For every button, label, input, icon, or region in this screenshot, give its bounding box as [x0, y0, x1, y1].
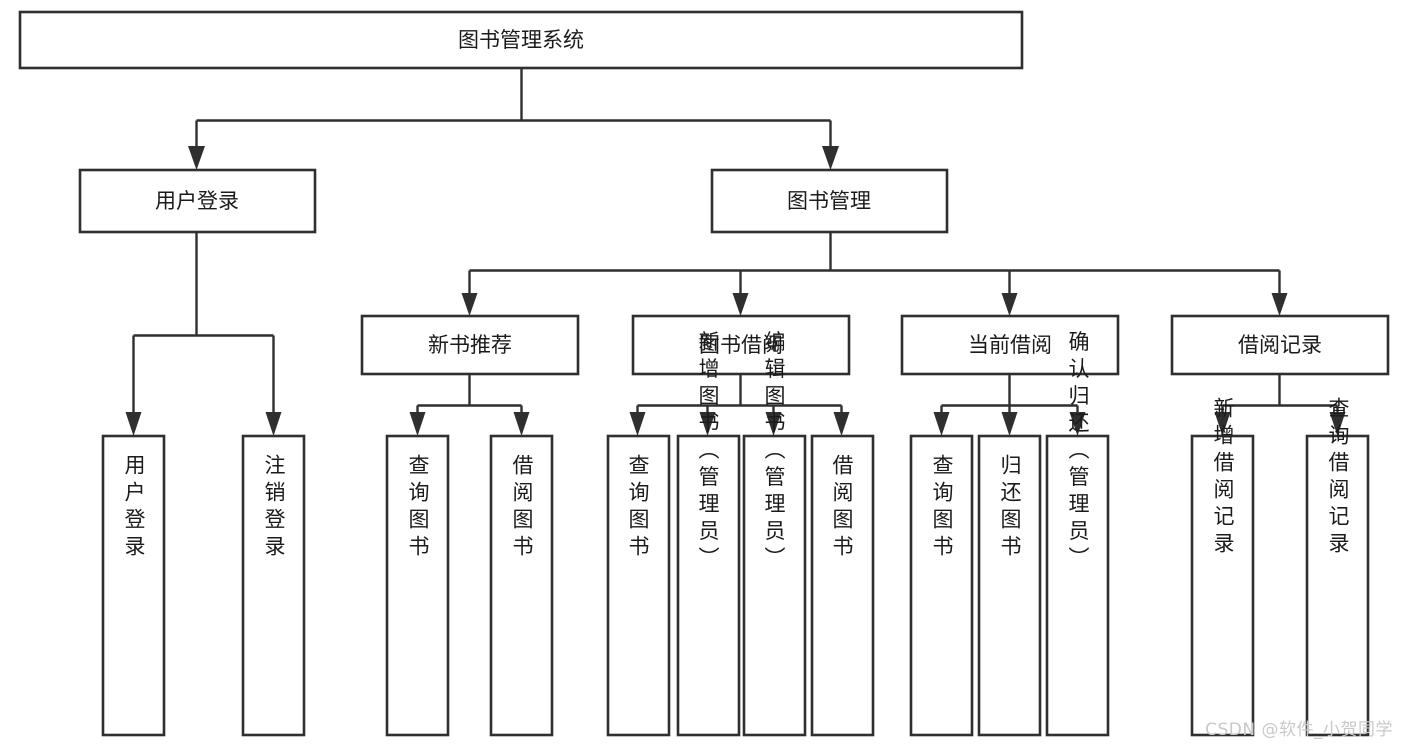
edge-group-currentborrow-to-leaves [933, 374, 1086, 436]
node-leaf-query-book-b-box[interactable] [606, 434, 671, 737]
node-borrow-record[interactable]: 借阅记录 [1170, 314, 1390, 376]
arrowhead-leaf-return-book [1001, 412, 1018, 436]
node-leaf-borrow-book-b-box[interactable] [810, 434, 875, 737]
node-leaf-confirm-return[interactable]: 确认归还（管理员） [1045, 331, 1110, 737]
node-leaf-user-login[interactable]: 用户登录 [101, 434, 166, 737]
arrowhead-leaf-confirm-return [1069, 412, 1086, 436]
node-leaf-add-record[interactable]: 新增借阅记录 [1190, 397, 1255, 737]
arrowhead-leaf-query-record [1329, 412, 1346, 436]
node-leaf-return-book-label: 归还图书 [998, 454, 1022, 562]
node-leaf-add-book[interactable]: 新增图书（管理员） [676, 331, 741, 737]
node-leaf-logout-box[interactable] [241, 434, 306, 737]
node-leaf-add-book-label: 新增图书（管理员） [696, 331, 720, 574]
arrowhead-current-borrow [1001, 293, 1018, 316]
node-leaf-query-book-c-box[interactable] [909, 434, 974, 737]
node-current-borrow-box[interactable] [900, 314, 1120, 376]
arrowhead-leaf-query-book-b [629, 412, 646, 436]
arrowhead-leaf-add-record [1214, 412, 1231, 436]
arrowhead-leaf-logout [265, 412, 282, 436]
node-leaf-query-record[interactable]: 查询借阅记录 [1305, 397, 1370, 737]
node-borrow-record-label: 借阅记录 [1238, 333, 1322, 357]
edge-group-bookmanage-to-level3 [461, 232, 1288, 316]
node-leaf-edit-book-label: 编辑图书（管理员） [762, 331, 786, 574]
node-leaf-confirm-return-label: 确认归还（管理员） [1066, 331, 1090, 574]
csdn-watermark: CSDN @软件_小贺同学 [1205, 720, 1393, 740]
node-new-book-rec-box[interactable] [360, 314, 580, 376]
node-leaf-user-login-box[interactable] [101, 434, 166, 737]
node-leaf-borrow-book-b-label: 借阅图书 [830, 454, 854, 562]
node-root-box[interactable] [18, 10, 1024, 70]
node-new-book-rec[interactable]: 新书推荐 [360, 314, 580, 376]
node-leaf-query-book-a-box[interactable] [385, 434, 450, 737]
node-leaf-query-record-box[interactable] [1305, 434, 1370, 737]
edge-group-root-to-level2 [188, 68, 839, 170]
arrowhead-user-login [188, 146, 205, 170]
node-leaf-user-login-label: 用户登录 [122, 454, 146, 562]
node-book-manage-box[interactable] [710, 168, 949, 234]
node-leaf-borrow-book-b[interactable]: 借阅图书 [810, 434, 875, 737]
edge-group-bookborrow-to-leaves [629, 374, 850, 436]
edge-group-newbookrec-to-leaves [409, 374, 530, 436]
node-leaf-borrow-book-a-box[interactable] [489, 434, 554, 737]
arrowhead-borrow-record [1271, 293, 1288, 316]
node-user-login[interactable]: 用户登录 [78, 168, 317, 234]
node-leaf-edit-book-box[interactable] [742, 434, 807, 737]
node-book-manage-label: 图书管理 [787, 189, 871, 213]
node-current-borrow[interactable]: 当前借阅 [900, 314, 1120, 376]
node-leaf-query-book-b-label: 查询图书 [626, 454, 650, 562]
node-leaf-query-book-b[interactable]: 查询图书 [606, 434, 671, 737]
arrowhead-leaf-add-book [699, 412, 716, 436]
node-leaf-confirm-return-box[interactable] [1045, 434, 1110, 737]
node-user-login-label: 用户登录 [155, 189, 239, 213]
node-root[interactable]: 图书管理系统 [18, 10, 1024, 70]
node-new-book-rec-label: 新书推荐 [428, 333, 512, 357]
node-current-borrow-label: 当前借阅 [968, 333, 1052, 357]
node-leaf-query-book-c-label: 查询图书 [930, 454, 954, 562]
node-borrow-record-box[interactable] [1170, 314, 1390, 376]
arrowhead-new-book-rec [461, 293, 478, 316]
node-leaf-query-book-a[interactable]: 查询图书 [385, 434, 450, 737]
node-leaf-return-book[interactable]: 归还图书 [977, 434, 1042, 737]
node-leaf-logout[interactable]: 注销登录 [241, 434, 306, 737]
node-leaf-query-book-a-label: 查询图书 [406, 454, 430, 562]
node-book-borrow[interactable]: 图书借阅 [631, 314, 851, 376]
node-book-manage[interactable]: 图书管理 [710, 168, 949, 234]
arrowhead-leaf-borrow-book-b [833, 412, 850, 436]
arrowhead-book-manage [822, 146, 839, 170]
node-leaf-borrow-book-a-label: 借阅图书 [510, 454, 534, 562]
node-leaf-edit-book[interactable]: 编辑图书（管理员） [742, 331, 807, 737]
arrowhead-leaf-borrow-book-a [513, 412, 530, 436]
node-leaf-logout-label: 注销登录 [262, 454, 286, 562]
node-leaf-add-record-box[interactable] [1190, 434, 1255, 737]
edge-group-userlogin-to-leaves [125, 232, 282, 436]
arrowhead-leaf-query-book-c [933, 412, 950, 436]
node-leaf-return-book-box[interactable] [977, 434, 1042, 737]
node-root-label: 图书管理系统 [458, 28, 584, 52]
arrowhead-leaf-edit-book [765, 412, 782, 436]
node-leaf-query-book-c[interactable]: 查询图书 [909, 434, 974, 737]
node-leaf-add-book-box[interactable] [676, 434, 741, 737]
node-book-borrow-box[interactable] [631, 314, 851, 376]
node-leaf-query-record-label: 查询借阅记录 [1326, 397, 1350, 559]
arrowhead-leaf-user-login [125, 412, 142, 436]
node-leaf-borrow-book-a[interactable]: 借阅图书 [489, 434, 554, 737]
arrowhead-leaf-query-book-a [409, 412, 426, 436]
node-user-login-box[interactable] [78, 168, 317, 234]
edge-group-borrowrecord-to-leaves [1214, 374, 1346, 436]
arrowhead-book-borrow [732, 293, 749, 316]
node-leaf-add-record-label: 新增借阅记录 [1211, 397, 1235, 559]
node-book-borrow-label: 图书借阅 [699, 333, 783, 357]
